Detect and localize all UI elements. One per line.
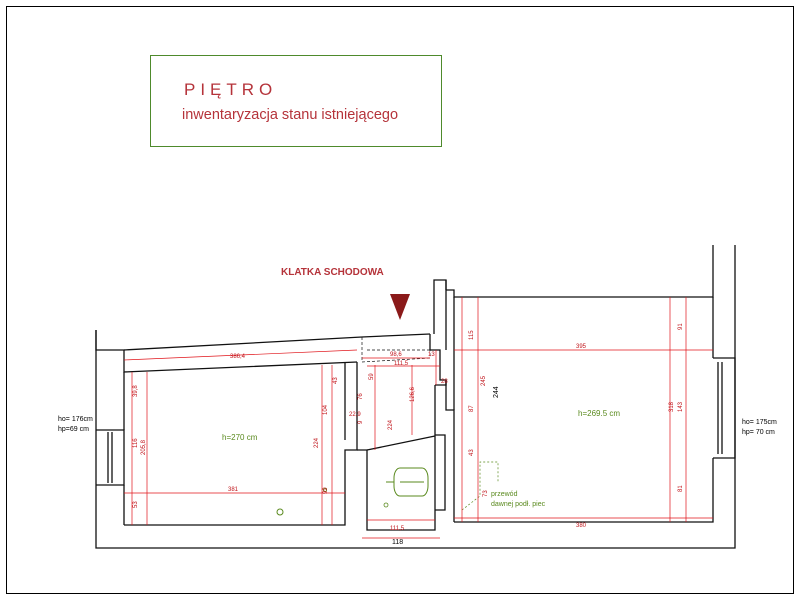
flue-note-line2: dawnej podł. piec [491, 501, 546, 508]
dim-mid-115: 115 [469, 330, 475, 340]
flue-leader [461, 461, 499, 511]
dim-left-104: 104 [323, 404, 329, 415]
dim-right-143: 143 [678, 401, 684, 412]
dim-right-91: 91 [678, 323, 684, 330]
dim-mid-9: 9 [358, 420, 364, 424]
dim-left-2058: 205,8 [141, 439, 147, 455]
left-window-hp: hp=69 cm [58, 426, 89, 433]
room-left-height: h=270 cm [222, 433, 258, 442]
stove-fixture [386, 467, 429, 497]
staircase-label: KLATKA SCHODOWA [281, 267, 384, 278]
dimension-lines [123, 297, 713, 539]
dim-mid-1115-top: 111,5 [394, 361, 409, 367]
top-left-wall [123, 336, 363, 351]
left-inner-wall [95, 330, 358, 373]
dim-left-43: 43 [333, 377, 339, 384]
right-window-frame [713, 357, 736, 459]
mid-fixture [383, 502, 389, 508]
left-floor-fixture [276, 508, 284, 516]
dim-mid-73: 73 [483, 490, 489, 497]
dim-mid-1266: 126,6 [410, 386, 416, 402]
dim-left-53: 53 [133, 501, 139, 508]
flue-note-line1: przewód [491, 491, 518, 498]
dim-left-width-top: 386,4 [230, 354, 246, 360]
middle-stair-top [366, 435, 436, 451]
drawing-title: PIĘTRO [184, 80, 278, 99]
dimension-labels: 386,4 381 39,8 116 205,8 53 224 43 104 9… [133, 323, 684, 546]
dim-right-318: 318 [669, 401, 675, 412]
title-box [150, 55, 442, 147]
left-room-bottom [124, 362, 358, 526]
left-window-ho: ho= 176cm [58, 416, 93, 423]
middle-upper [429, 334, 447, 386]
dim-mid-244: 244 [493, 386, 500, 398]
middle-left-wall [357, 385, 436, 531]
dim-left-224: 224 [314, 437, 320, 448]
room-right-height: h=269.5 cm [578, 409, 620, 418]
dim-mid-224: 224 [388, 419, 394, 430]
top-left-slope [361, 333, 431, 338]
left-window-frame [96, 429, 125, 486]
staircase-arrow-icon [390, 294, 410, 320]
right-room-top [446, 245, 714, 298]
dim-left-116: 116 [133, 438, 139, 448]
dim-mid-118: 118 [392, 539, 403, 546]
stair-opening [361, 334, 431, 363]
dim-mid-87: 87 [469, 405, 475, 412]
dim-mid-43: 43 [469, 449, 475, 456]
middle-right-col [445, 380, 455, 522]
dim-left-398: 39,8 [133, 385, 139, 397]
page-frame [6, 6, 794, 594]
left-small-fixture [322, 487, 327, 492]
dim-mid-229: 22,9 [349, 412, 361, 418]
right-window-ho: ho= 175cm [742, 419, 777, 426]
dim-mid-1115-bottom: 111,5 [390, 526, 405, 532]
dim-mid-245: 245 [481, 375, 487, 386]
drawing-subtitle: inwentaryzacja stanu istniejącego [182, 107, 399, 123]
walls [95, 245, 736, 549]
right-window-hp: hp= 70 cm [742, 429, 775, 436]
middle-chimney [435, 434, 446, 511]
dim-left-99: 99 [323, 487, 329, 494]
dim-mid-28: 28 [441, 379, 448, 385]
dim-mid-986: 98,6 [390, 352, 402, 358]
dim-mid-13: 13 [428, 352, 435, 358]
dim-mid-59: 59 [369, 373, 375, 380]
right-room-bottom [454, 458, 714, 523]
stair-column [433, 279, 447, 350]
dim-right-width-top: 395 [576, 344, 587, 350]
dim-left-width-bottom: 381 [228, 487, 239, 493]
dim-mid-76: 76 [358, 393, 364, 400]
dim-right-width-bottom: 380 [576, 523, 587, 529]
dim-right-81: 81 [678, 485, 684, 492]
